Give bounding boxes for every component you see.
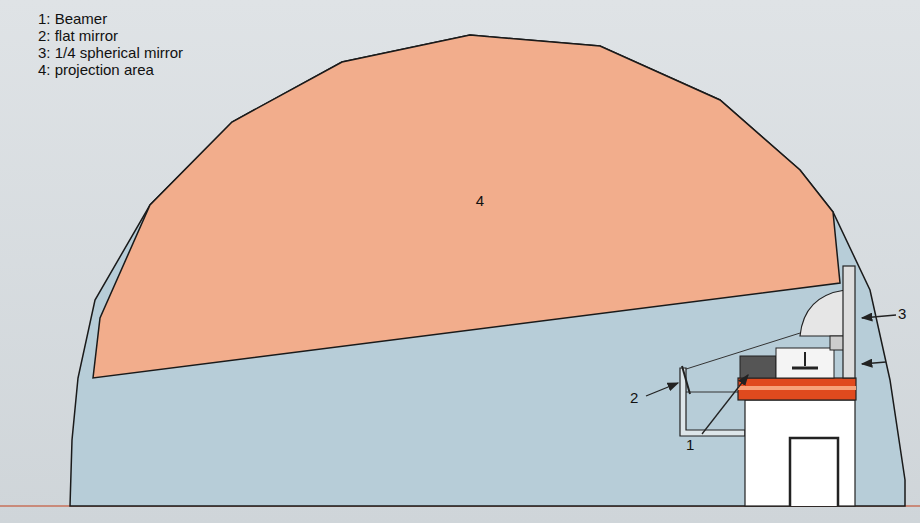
legend-line: 3: 1/4 spherical mirror [38,44,183,61]
projection-shape [92,34,842,380]
legend-line: 2: flat mirror [38,27,118,44]
legend-line: 1: Beamer [38,10,107,27]
leader-arrow [646,383,678,396]
legend-line: 4: projection area [38,61,154,78]
beamer-detail [804,352,806,366]
stand [745,400,855,506]
callout-number: 4 [476,192,484,209]
flat-mirror-surface [682,366,690,394]
callout-number: 3 [898,305,906,322]
projection-area: 4 [92,34,842,380]
stand-door [790,438,838,506]
callout-number: 2 [630,389,638,406]
leader-arrow [862,362,886,364]
slab-stripe [738,386,856,390]
beamer-detail [792,367,818,370]
back-panel [843,266,855,378]
red-slab [738,378,856,400]
dome-outline [70,35,905,506]
beamer-housing [776,348,834,378]
leader-arrow [702,375,748,434]
leader-arrow [862,315,896,318]
beamer [740,356,776,378]
spherical-mirror [800,290,845,336]
callout-number: 1 [686,436,694,453]
flat-mirror [680,368,745,436]
